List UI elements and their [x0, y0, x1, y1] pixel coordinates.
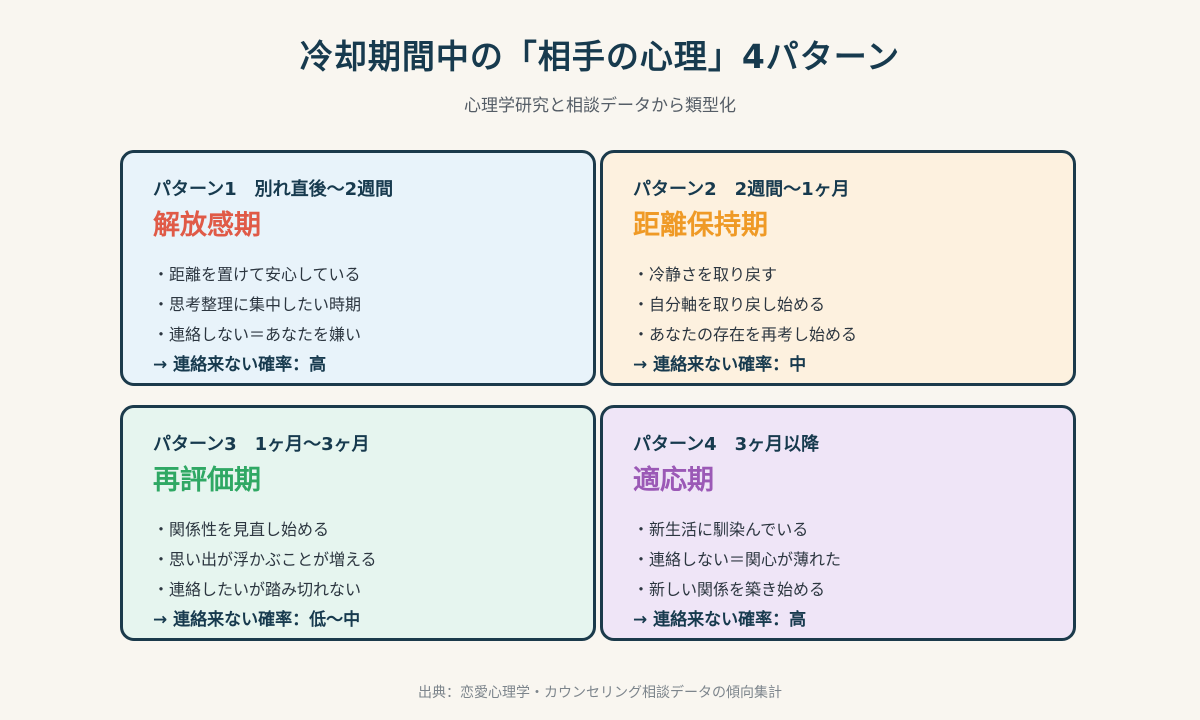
pattern-verdict: → 連絡来ない確率：中	[633, 355, 807, 375]
pattern-item: 連絡しない＝あなたを嫌い	[153, 320, 593, 350]
pattern-item-list: 冷静さを取り戻す 自分軸を取り戻し始める あなたの存在を再考し始める	[633, 260, 1073, 350]
pattern-verdict: → 連絡来ない確率：高	[153, 355, 327, 375]
pattern-item: 自分軸を取り戻し始める	[633, 290, 1073, 320]
pattern-name: 適応期	[633, 465, 714, 496]
pattern-item: 連絡したいが踏み切れない	[153, 575, 593, 605]
pattern-heading: パターン1 別れ直後〜2週間	[153, 179, 394, 200]
pattern-item: 関係性を見直し始める	[153, 515, 593, 545]
pattern-card-3: パターン3 1ヶ月〜3ヶ月 再評価期 関係性を見直し始める 思い出が浮かぶことが…	[120, 405, 596, 641]
source-note: 出典：恋愛心理学・カウンセリング相談データの傾向集計	[418, 685, 782, 701]
page-title: 冷却期間中の「相手の心理」4パターン	[299, 37, 901, 76]
pattern-item: 思考整理に集中したい時期	[153, 290, 593, 320]
pattern-item: 思い出が浮かぶことが増える	[153, 545, 593, 575]
pattern-name: 再評価期	[153, 465, 261, 496]
pattern-item: 新生活に馴染んでいる	[633, 515, 1073, 545]
pattern-item: 距離を置けて安心している	[153, 260, 593, 290]
pattern-card-4: パターン4 3ヶ月以降 適応期 新生活に馴染んでいる 連絡しない＝関心が薄れた …	[600, 405, 1076, 641]
pattern-name: 解放感期	[153, 210, 261, 241]
page-subtitle: 心理学研究と相談データから類型化	[464, 96, 736, 116]
pattern-item-list: 関係性を見直し始める 思い出が浮かぶことが増える 連絡したいが踏み切れない	[153, 515, 593, 605]
pattern-heading: パターン4 3ヶ月以降	[633, 434, 820, 455]
pattern-item: 新しい関係を築き始める	[633, 575, 1073, 605]
pattern-item-list: 距離を置けて安心している 思考整理に集中したい時期 連絡しない＝あなたを嫌い	[153, 260, 593, 350]
pattern-verdict: → 連絡来ない確率：低〜中	[153, 610, 361, 630]
pattern-item: 連絡しない＝関心が薄れた	[633, 545, 1073, 575]
pattern-name: 距離保持期	[633, 210, 768, 241]
pattern-item-list: 新生活に馴染んでいる 連絡しない＝関心が薄れた 新しい関係を築き始める	[633, 515, 1073, 605]
pattern-card-1: パターン1 別れ直後〜2週間 解放感期 距離を置けて安心している 思考整理に集中…	[120, 150, 596, 386]
pattern-item: 冷静さを取り戻す	[633, 260, 1073, 290]
pattern-heading: パターン2 2週間〜1ヶ月	[633, 179, 850, 200]
pattern-verdict: → 連絡来ない確率：高	[633, 610, 807, 630]
pattern-item: あなたの存在を再考し始める	[633, 320, 1073, 350]
pattern-card-2: パターン2 2週間〜1ヶ月 距離保持期 冷静さを取り戻す 自分軸を取り戻し始める…	[600, 150, 1076, 386]
pattern-heading: パターン3 1ヶ月〜3ヶ月	[153, 434, 370, 455]
